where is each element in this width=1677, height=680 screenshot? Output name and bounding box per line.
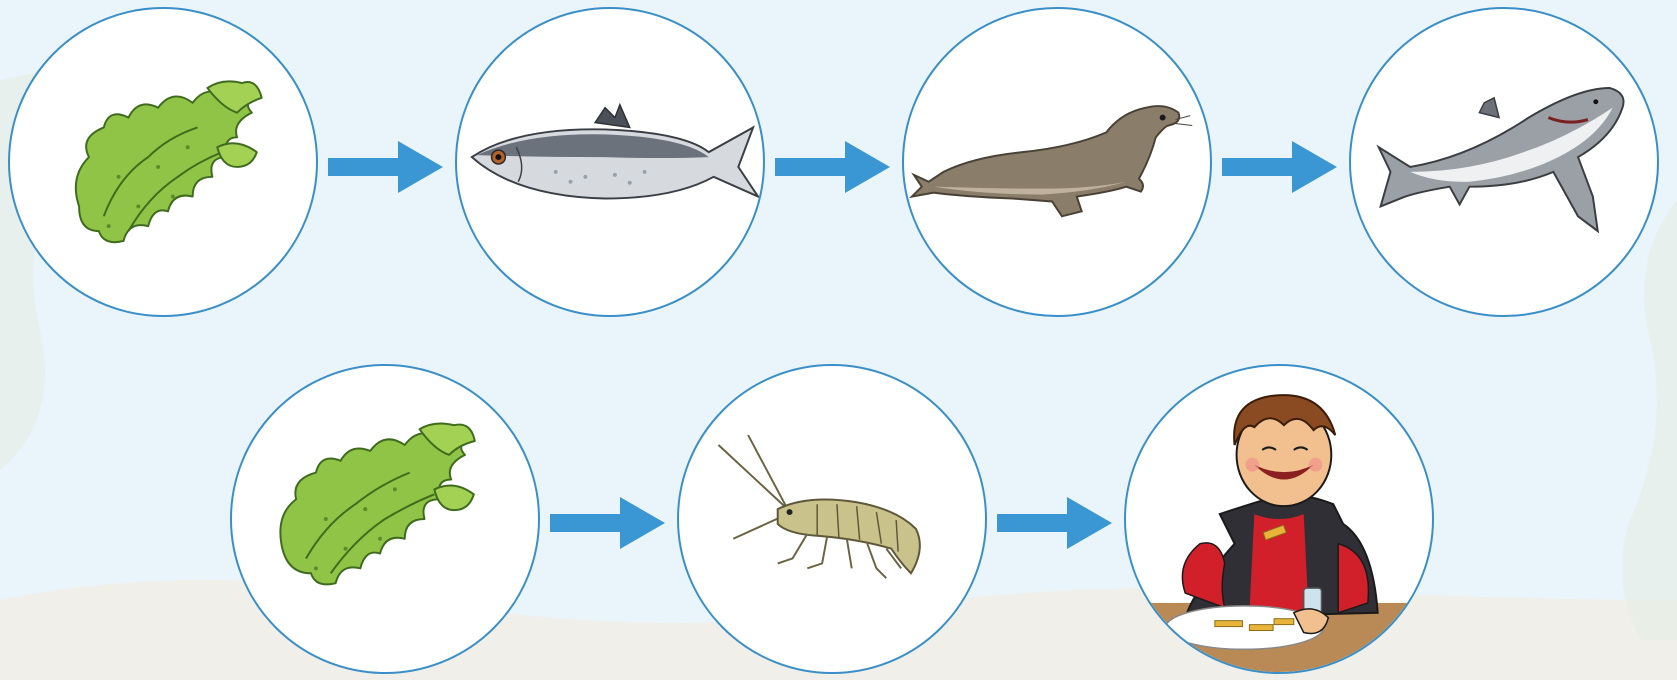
chain1-node-seaweed [8, 7, 318, 317]
chain2-arrow-1 [550, 497, 665, 549]
right-arrow-icon [550, 497, 665, 549]
chain1-node-shark [1349, 7, 1659, 317]
chain2-node-seaweed [230, 364, 540, 674]
chain1-arrow-2 [775, 141, 890, 193]
shark-icon [1351, 9, 1657, 315]
chain1-node-seal [902, 7, 1212, 317]
chain2-arrow-2 [997, 497, 1112, 549]
seaweed-icon [232, 366, 538, 672]
sandhopper-icon [679, 366, 985, 672]
chain1-node-fish [455, 7, 765, 317]
herring-fish-icon [457, 9, 763, 315]
right-arrow-icon [328, 141, 443, 193]
right-arrow-icon [1222, 141, 1337, 193]
seal-icon [904, 9, 1210, 315]
chain1-arrow-3 [1222, 141, 1337, 193]
right-arrow-icon [775, 141, 890, 193]
seaweed-icon [10, 9, 316, 315]
boy-eating-chips-icon [1126, 366, 1432, 672]
chain1-arrow-1 [328, 141, 443, 193]
chain2-node-boy-eating [1124, 364, 1434, 674]
right-arrow-icon [997, 497, 1112, 549]
chain2-node-sandhopper [677, 364, 987, 674]
